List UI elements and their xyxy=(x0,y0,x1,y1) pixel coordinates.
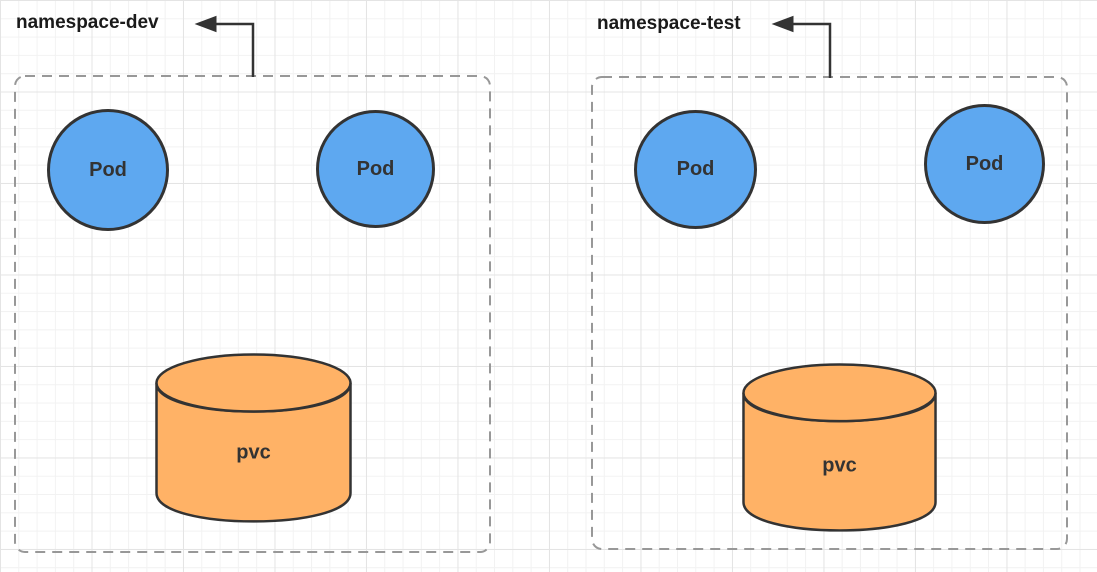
pod-node[interactable]: Pod xyxy=(634,110,757,229)
arrowhead-left-icon xyxy=(194,15,217,33)
pvc-node[interactable]: pvc xyxy=(742,363,937,532)
pvc-node[interactable]: pvc xyxy=(155,353,352,523)
pod-label: Pod xyxy=(356,157,395,180)
pod-node[interactable]: Pod xyxy=(924,104,1045,224)
pod-label: Pod xyxy=(965,152,1004,175)
namespace-test-label: namespace-test xyxy=(597,13,741,34)
cylinder-icon xyxy=(742,363,937,532)
pod-node[interactable]: Pod xyxy=(316,110,435,228)
arrow-namespace-dev[interactable] xyxy=(194,15,255,78)
arrow-namespace-test[interactable] xyxy=(771,15,832,79)
pvc-label: pvc xyxy=(236,441,271,464)
pod-label: Pod xyxy=(676,158,715,180)
pvc-label: pvc xyxy=(822,454,857,477)
namespace-dev-label: namespace-dev xyxy=(16,12,159,33)
arrow-line xyxy=(792,22,832,78)
pod-label: Pod xyxy=(89,158,127,181)
cylinder-icon xyxy=(155,353,352,523)
arrow-line xyxy=(215,22,255,77)
pod-node[interactable]: Pod xyxy=(47,109,169,231)
arrowhead-left-icon xyxy=(771,15,794,33)
